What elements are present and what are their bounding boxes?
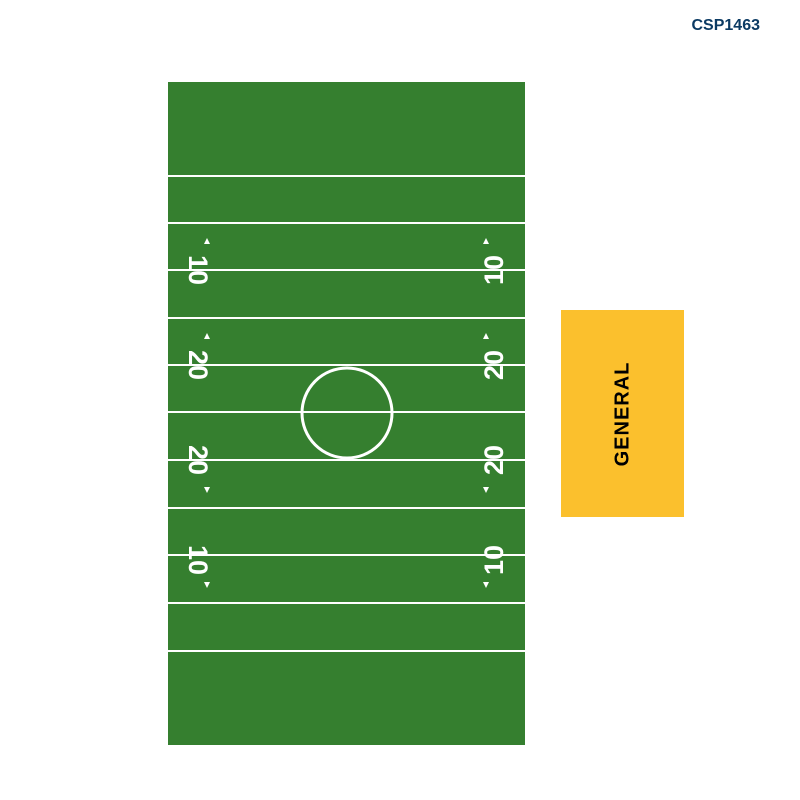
yard-lines: [168, 175, 525, 652]
arrow-down-icon: [483, 582, 489, 588]
yard-number-left-20-bottom: 20: [183, 445, 213, 475]
yard-number-right-20-bottom: 20: [479, 445, 509, 475]
arrow-down-icon: [483, 487, 489, 493]
section-general-label: GENERAL: [611, 361, 633, 466]
yard-number-left-10-top: 10: [183, 255, 213, 285]
venue-code: CSP1463: [691, 17, 761, 34]
yard-number-left-20-top: 20: [183, 350, 213, 380]
yard-number-left-10-bottom: 10: [183, 545, 213, 575]
yard-number-right-10-top: 10: [479, 255, 509, 285]
arrow-up-icon: [204, 333, 210, 339]
arrow-up-icon: [204, 238, 210, 244]
arrow-down-icon: [204, 582, 210, 588]
field-turf: [168, 82, 525, 745]
arrow-up-icon: [483, 238, 489, 244]
yard-number-right-20-top: 20: [479, 350, 509, 380]
center-circle: [300, 366, 394, 460]
arrow-down-icon: [204, 487, 210, 493]
yard-number-right-10-bottom: 10: [479, 545, 509, 575]
section-general[interactable]: GENERAL: [561, 310, 684, 517]
direction-arrows: [204, 238, 489, 588]
arrow-up-icon: [483, 333, 489, 339]
